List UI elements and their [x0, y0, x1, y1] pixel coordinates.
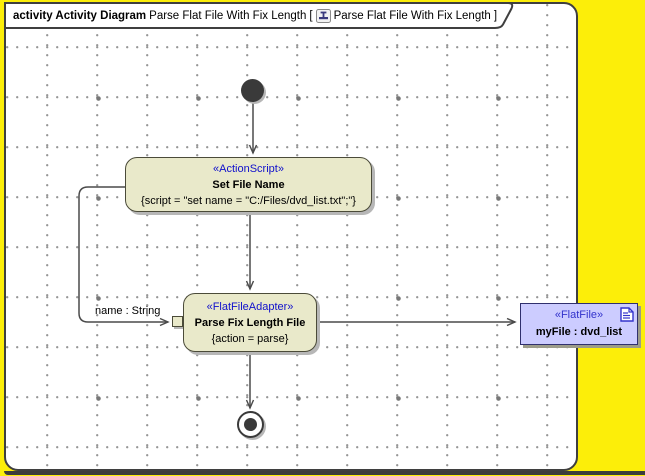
- parse-properties: {action = parse}: [211, 333, 289, 345]
- frame-inner-name: Parse Flat File With Fix Length: [333, 10, 491, 22]
- parse-title: Parse Fix Length File: [194, 317, 306, 329]
- window-bottom-edge: [4, 471, 645, 475]
- set-file-name-properties: {script = "set name = "C:/Files/dvd_list…: [141, 195, 356, 207]
- action-parse-fix-length-file[interactable]: «FlatFileAdapter» Parse Fix Length File …: [183, 293, 317, 352]
- diagram-canvas: [4, 2, 578, 471]
- initial-node[interactable]: [241, 79, 264, 102]
- input-pin[interactable]: [172, 316, 183, 327]
- frame-header-pentagon[interactable]: [4, 2, 514, 29]
- activity-final-inner-dot: [244, 418, 257, 431]
- object-node-myfile[interactable]: «FlatFile» myFile : dvd_list: [520, 303, 638, 345]
- object-flow-label[interactable]: name : String: [95, 305, 161, 317]
- activity-final-node[interactable]: [237, 411, 264, 438]
- set-file-name-title: Set File Name: [212, 179, 285, 191]
- parse-stereotype: «FlatFileAdapter»: [206, 301, 294, 313]
- frame-keyword: activity Activity Diagram: [13, 10, 147, 22]
- frame-diagram-name: Parse Flat File With Fix Length: [149, 10, 307, 22]
- myfile-title: myFile : dvd_list: [535, 326, 623, 338]
- myfile-stereotype: «FlatFile»: [554, 309, 604, 321]
- frame-header-shape: [4, 2, 514, 29]
- frame-bracket-close: ]: [493, 10, 498, 22]
- frame-header-label[interactable]: activity Activity Diagram Parse Flat Fil…: [13, 8, 497, 24]
- document-icon: [620, 307, 634, 322]
- activity-diagram-icon: [315, 9, 331, 23]
- action-set-file-name[interactable]: «ActionScript» Set File Name {script = "…: [125, 157, 372, 212]
- frame-bracket-open: [: [309, 10, 313, 22]
- set-file-name-stereotype: «ActionScript»: [213, 163, 284, 175]
